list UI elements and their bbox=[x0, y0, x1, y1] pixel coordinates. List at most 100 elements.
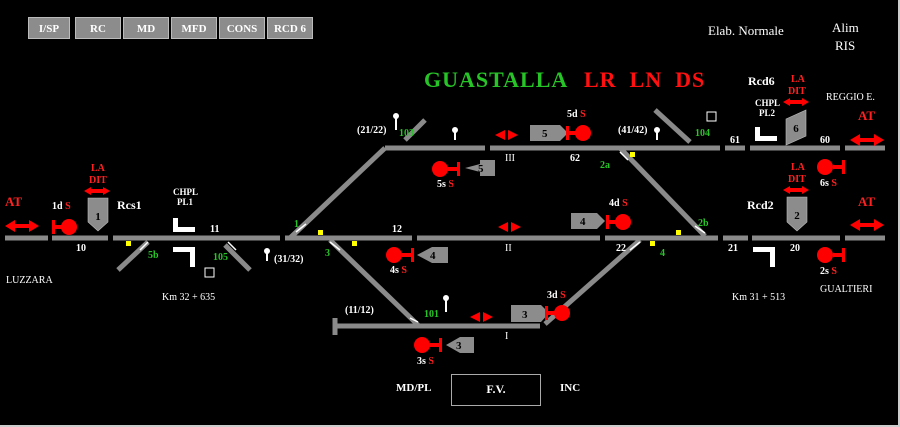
route-5-low-label: 5 bbox=[478, 163, 484, 175]
signal-4s[interactable] bbox=[386, 247, 414, 263]
level-crossing-icon bbox=[264, 248, 270, 261]
signal-5d[interactable] bbox=[566, 125, 591, 141]
crossover-west-upper bbox=[288, 146, 387, 240]
alim-label: Alim bbox=[832, 20, 859, 35]
route-box-5-low[interactable] bbox=[480, 160, 495, 176]
yellow-markers bbox=[126, 152, 681, 246]
rcs1-num: 1 bbox=[95, 211, 101, 223]
switch-3[interactable]: 3 bbox=[325, 248, 330, 259]
signal-1d[interactable] bbox=[52, 219, 77, 235]
ladit-left-arrow[interactable] bbox=[84, 187, 110, 195]
track-22-label: 22 bbox=[616, 243, 626, 254]
at-east-arrow[interactable] bbox=[850, 219, 884, 231]
signal-2s[interactable] bbox=[817, 247, 845, 263]
chpl-pl1-icon bbox=[173, 218, 178, 232]
lever-icon bbox=[753, 247, 775, 252]
at-north-arrow[interactable] bbox=[850, 134, 884, 146]
switch-103[interactable]: 103 bbox=[399, 128, 414, 139]
switch-2a[interactable]: 2a bbox=[600, 160, 610, 171]
pl-3132-label: (31/32) bbox=[274, 254, 304, 265]
rcd2-block-indicator[interactable] bbox=[786, 196, 808, 232]
route-box-3-top[interactable] bbox=[511, 305, 541, 322]
signal-3d[interactable] bbox=[545, 305, 570, 321]
pl-1112-label: (11/12) bbox=[345, 305, 374, 316]
reggio-label: REGGIO E. bbox=[826, 92, 875, 103]
route-box-5-top[interactable] bbox=[530, 125, 560, 141]
switch-5b[interactable]: 5b bbox=[148, 250, 159, 261]
ladit-left-dit: DIT bbox=[89, 175, 107, 186]
pl-crossing-icons bbox=[204, 111, 717, 312]
route-box-4-low[interactable] bbox=[432, 247, 448, 263]
signal-1d-label: 1d S bbox=[52, 201, 71, 212]
rcs1-label: Rcs1 bbox=[117, 198, 142, 212]
chpl-blocks bbox=[173, 127, 777, 267]
switch-105[interactable]: 105 bbox=[213, 252, 228, 263]
switch-4[interactable]: 4 bbox=[660, 248, 665, 259]
chpl-pl1-label: CHPL bbox=[173, 187, 199, 197]
button-isp[interactable]: I/SP bbox=[28, 17, 70, 39]
rcs1-block-indicator[interactable] bbox=[87, 197, 109, 232]
at-west-label: AT bbox=[5, 194, 23, 209]
at-west-arrow[interactable] bbox=[5, 220, 39, 232]
signal-3s[interactable] bbox=[414, 337, 442, 353]
route-4-low-label: 4 bbox=[430, 250, 436, 262]
signal-5s[interactable] bbox=[432, 161, 460, 177]
route-box-3-low[interactable] bbox=[460, 337, 474, 353]
mdpl-label: MD/PL bbox=[396, 382, 432, 394]
rcd6-num: 6 bbox=[793, 123, 799, 135]
pl1-label: PL1 bbox=[177, 197, 194, 207]
signal-6s[interactable] bbox=[817, 159, 845, 175]
track-12-label: 12 bbox=[392, 224, 402, 235]
button-cons[interactable]: CONS bbox=[219, 17, 265, 39]
luzzara-label: LUZZARA bbox=[6, 275, 53, 286]
siding-103 bbox=[403, 118, 427, 142]
level-crossing-icon bbox=[452, 127, 458, 140]
route-3-top-label: 3 bbox=[522, 309, 528, 321]
ladit-rcd2-arrow[interactable] bbox=[783, 186, 809, 194]
switch-2b[interactable]: 2b bbox=[698, 218, 709, 229]
siding-104 bbox=[653, 108, 692, 144]
switch-104[interactable]: 104 bbox=[695, 128, 710, 139]
button-md[interactable]: MD bbox=[123, 17, 169, 39]
red-signals bbox=[52, 125, 845, 353]
signal-4d[interactable] bbox=[606, 214, 631, 230]
ladit-rcd6-arrow[interactable] bbox=[783, 98, 809, 106]
track-I-direction-arrows[interactable] bbox=[470, 312, 493, 322]
route-5-top-label: 5 bbox=[542, 128, 548, 140]
ladit-rcd2-dit: DIT bbox=[788, 174, 806, 185]
route-arrow-3-low bbox=[446, 337, 460, 353]
barrier-icon bbox=[706, 111, 717, 122]
signal-2s-label: 2s S bbox=[820, 266, 837, 277]
switch-101[interactable]: 101 bbox=[424, 309, 439, 320]
track-I-label: I bbox=[505, 331, 509, 342]
lever-icon bbox=[173, 247, 195, 252]
track-II-direction-arrows[interactable] bbox=[498, 222, 521, 232]
track-21-label: 21 bbox=[728, 243, 738, 254]
track-III-direction-arrows[interactable] bbox=[495, 130, 518, 140]
button-mfd[interactable]: MFD bbox=[171, 17, 217, 39]
chpl-pl2-icon bbox=[755, 127, 760, 141]
pl-4142-label: (41/42) bbox=[618, 125, 648, 136]
signal-3d-label: 3d S bbox=[547, 290, 566, 301]
pl2-label: PL2 bbox=[759, 108, 776, 118]
switch-blades bbox=[139, 151, 706, 323]
signal-4d-label: 4d S bbox=[609, 198, 628, 209]
signal-5d-label: 5d S bbox=[567, 109, 586, 120]
track-11-label: 11 bbox=[210, 224, 220, 235]
signal-6s-label: 6s S bbox=[820, 178, 837, 189]
direction-arrows bbox=[5, 98, 884, 322]
route-box-4-top[interactable] bbox=[571, 213, 597, 229]
signal-3s-label: 3s S bbox=[417, 356, 434, 367]
station-name: GUASTALLA bbox=[424, 67, 569, 92]
barrier-icon bbox=[204, 267, 215, 278]
fv-button[interactable]: F.V. bbox=[451, 374, 541, 406]
km-east-label: Km 31 + 513 bbox=[732, 292, 786, 303]
ladit-rcd6-dit: DIT bbox=[788, 86, 806, 97]
button-rcd6[interactable]: RCD 6 bbox=[267, 17, 313, 39]
track-20-label: 20 bbox=[790, 243, 800, 254]
signal-4s-label: 4s S bbox=[390, 265, 407, 276]
switch-1[interactable]: 1 bbox=[294, 219, 299, 230]
rcd6-block-indicator[interactable] bbox=[785, 109, 807, 146]
button-rc[interactable]: RC bbox=[75, 17, 121, 39]
